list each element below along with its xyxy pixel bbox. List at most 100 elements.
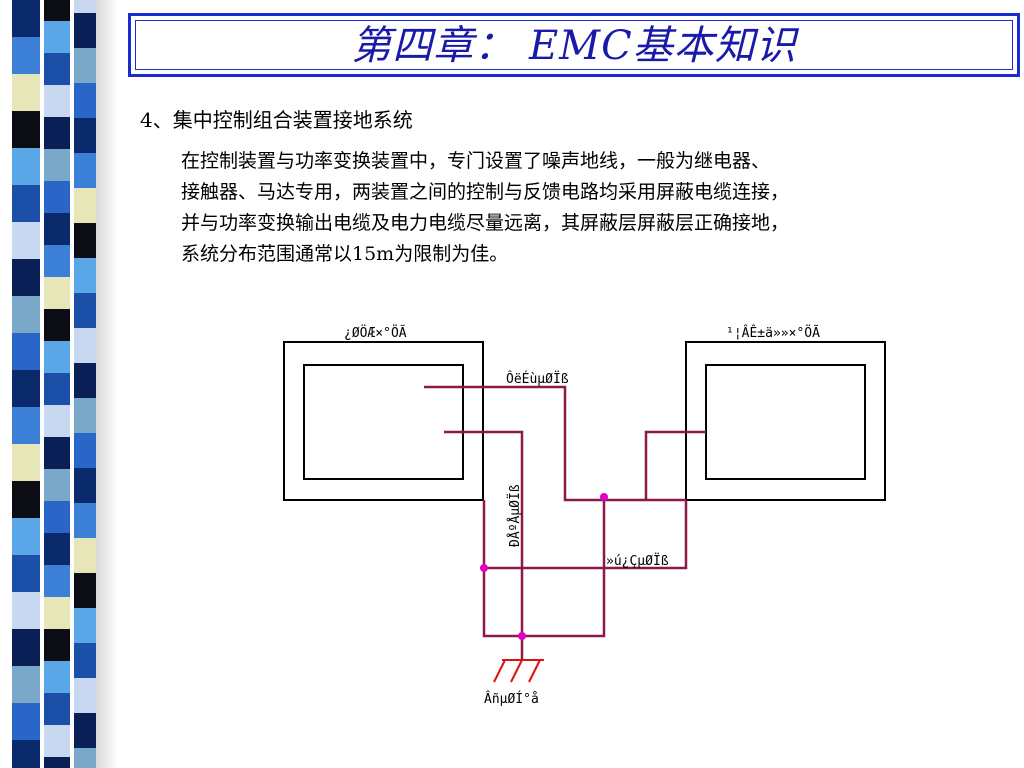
- chassis-ground-label: »ú¿ÇµØÏß: [606, 553, 669, 569]
- strip-block: [12, 555, 40, 592]
- decorative-side-strip: [0, 0, 118, 768]
- strip-block: [12, 703, 40, 740]
- strip-block: [74, 748, 98, 768]
- strip-block: [74, 258, 98, 293]
- strip-block: [12, 407, 40, 444]
- power-device-label: ¹¦ÂÊ±ä»»×°ÖÃ: [726, 324, 820, 341]
- strip-block: [12, 37, 40, 74]
- strip-block: [74, 713, 98, 748]
- strip-block: [44, 693, 70, 725]
- strip-block: [12, 333, 40, 370]
- power-device-inner: [705, 364, 866, 480]
- page-title: 第四章： EMC基本知识: [351, 23, 797, 69]
- strip-block: [44, 405, 70, 437]
- strip-block: [12, 444, 40, 481]
- strip-block: [74, 153, 98, 188]
- wires: [424, 385, 706, 660]
- strip-block: [44, 181, 70, 213]
- strip-block: [74, 328, 98, 363]
- earth-symbol: [493, 659, 544, 683]
- strip-block: [74, 503, 98, 538]
- strip-block: [12, 592, 40, 629]
- strip-block: [44, 245, 70, 277]
- strip-block: [74, 398, 98, 433]
- strip-block: [74, 643, 98, 678]
- strip-block: [74, 363, 98, 398]
- strip-block: [74, 118, 98, 153]
- strip-block: [74, 223, 98, 258]
- strip-block: [12, 518, 40, 555]
- strip-block: [12, 629, 40, 666]
- title-frame: [128, 13, 1020, 77]
- strip-block: [44, 725, 70, 757]
- strip-block: [74, 293, 98, 328]
- power-device-outer: [685, 341, 886, 501]
- strip-block: [44, 309, 70, 341]
- strip-block: [44, 757, 70, 768]
- strip-block: [12, 740, 40, 768]
- strip-block: [74, 468, 98, 503]
- strip-block: [44, 213, 70, 245]
- strip-block: [44, 501, 70, 533]
- side-strip-shade: [96, 0, 118, 768]
- strip-block: [44, 53, 70, 85]
- junction-nodes: [480, 493, 608, 640]
- power-device-link: [644, 430, 706, 500]
- strip-block: [44, 0, 70, 21]
- strip-block: [74, 188, 98, 223]
- strip-block: [74, 0, 98, 13]
- strip-block: [44, 469, 70, 501]
- section-heading: 4、集中控制组合装置接地系统: [140, 108, 413, 132]
- strip-block: [12, 296, 40, 333]
- control-device-inner: [303, 364, 464, 480]
- junction-node: [480, 564, 488, 572]
- strip-block: [12, 74, 40, 111]
- strip-block: [74, 433, 98, 468]
- section-paragraph: 在控制装置与功率变换装置中，专门设置了噪声地线，一般为继电器、 接触器、马达专用…: [181, 146, 1011, 270]
- strip-block: [44, 149, 70, 181]
- strip-block: [12, 0, 40, 37]
- junction-node: [518, 632, 526, 640]
- strip-block: [12, 481, 40, 518]
- strip-block: [44, 437, 70, 469]
- strip-block: [74, 538, 98, 573]
- strip-block: [44, 373, 70, 405]
- strip-block: [44, 597, 70, 629]
- paragraph-line: 在控制装置与功率变换装置中，专门设置了噪声地线，一般为继电器、: [181, 150, 771, 172]
- earth-plate-label: ÂñµØÍ­°å: [484, 691, 539, 707]
- noise-ground-wire: [424, 385, 686, 502]
- strip-block: [12, 259, 40, 296]
- strip-block: [44, 277, 70, 309]
- control-device-label: ¿ØÖÆ×°ÖÃ: [344, 324, 407, 341]
- strip-block: [74, 48, 98, 83]
- chassis-ground-wire: [484, 500, 688, 570]
- junction-node: [600, 493, 608, 501]
- signal-ground-label: ÐÅºÅµØÏß: [507, 484, 523, 547]
- strip-block: [74, 573, 98, 608]
- noise-ground-label: ÔëÉùµØÏß: [506, 371, 569, 387]
- strip-block: [44, 565, 70, 597]
- strip-block: [12, 222, 40, 259]
- strip-block: [12, 666, 40, 703]
- strip-block: [12, 148, 40, 185]
- strip-block: [44, 341, 70, 373]
- strip-block: [44, 85, 70, 117]
- strip-block: [44, 533, 70, 565]
- strip-block: [12, 185, 40, 222]
- paragraph-line: 并与功率变换输出电缆及电力电缆尽量远离，其屏蔽层屏蔽层正确接地，: [181, 212, 790, 234]
- strip-block: [12, 111, 40, 148]
- strip-block: [74, 83, 98, 118]
- strip-block: [74, 608, 98, 643]
- strip-block: [44, 21, 70, 53]
- strip-block: [44, 629, 70, 661]
- strip-block: [12, 370, 40, 407]
- strip-block: [44, 117, 70, 149]
- paragraph-line: 接触器、马达专用，两装置之间的控制与反馈电路均采用屏蔽电缆连接，: [181, 181, 790, 203]
- strip-block: [74, 13, 98, 48]
- paragraph-line: 系统分布范围通常以15m为限制为佳。: [181, 243, 509, 265]
- control-device-outer: [283, 341, 484, 501]
- strip-block: [74, 678, 98, 713]
- strip-block: [44, 661, 70, 693]
- shield-ground-loop: [482, 497, 606, 638]
